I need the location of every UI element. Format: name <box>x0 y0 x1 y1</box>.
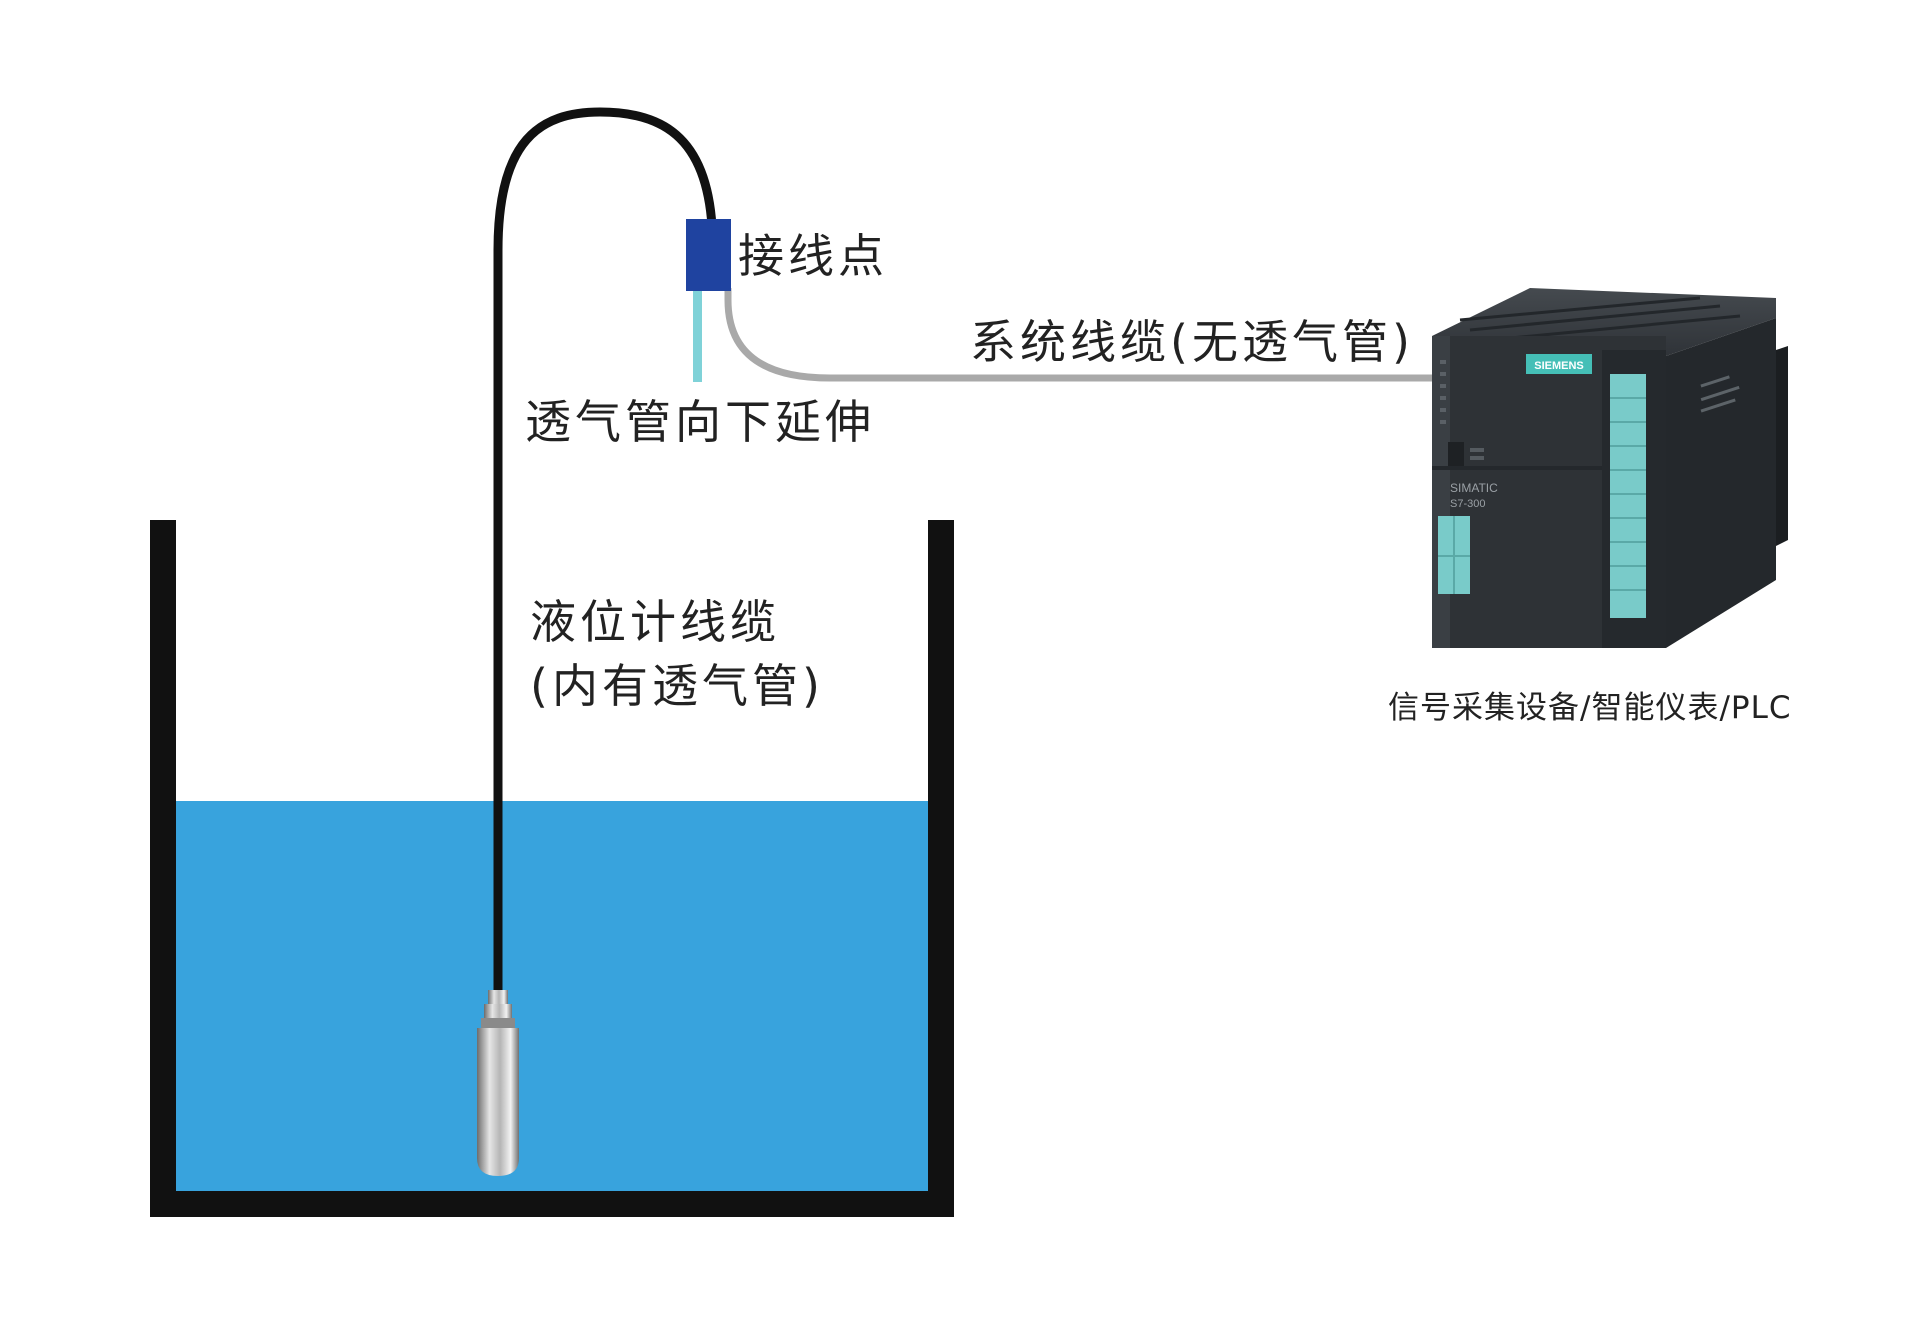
plc-module: SIEMENS SIMATIC S7-300 <box>1432 288 1788 648</box>
level-sensor-cable <box>493 107 717 1015</box>
level-cable-label-line2: (内有透气管) <box>530 659 824 713</box>
vent-tube <box>693 288 702 382</box>
device-label: 信号采集设备/智能仪表/PLC <box>1388 690 1792 726</box>
tank <box>150 520 954 1217</box>
pressure-probe <box>477 990 519 1176</box>
system-cable-label: 系统线缆(无透气管) <box>970 315 1414 369</box>
level-cable-label: 液位计线缆 (内有透气管) <box>530 590 824 718</box>
plc-side-face <box>1666 318 1776 648</box>
tank-right-wall <box>928 520 954 1217</box>
siemens-badge <box>1526 354 1592 374</box>
plc-io-terminal-strip <box>1610 374 1646 618</box>
level-cable-label-line1: 液位计线缆 <box>530 595 780 649</box>
tank-bottom <box>150 1191 954 1217</box>
water <box>176 801 928 1193</box>
junction-point-label: 接线点 <box>738 229 888 283</box>
plc-model-label: S7-300 <box>1450 498 1485 510</box>
plc-series-label: SIMATIC <box>1450 481 1498 495</box>
siemens-brand: SIEMENS <box>1534 360 1584 372</box>
tank-left-wall <box>150 520 176 1217</box>
system-cable <box>724 288 1444 382</box>
vent-tube-label: 透气管向下延伸 <box>525 395 875 449</box>
junction-box <box>686 219 731 291</box>
